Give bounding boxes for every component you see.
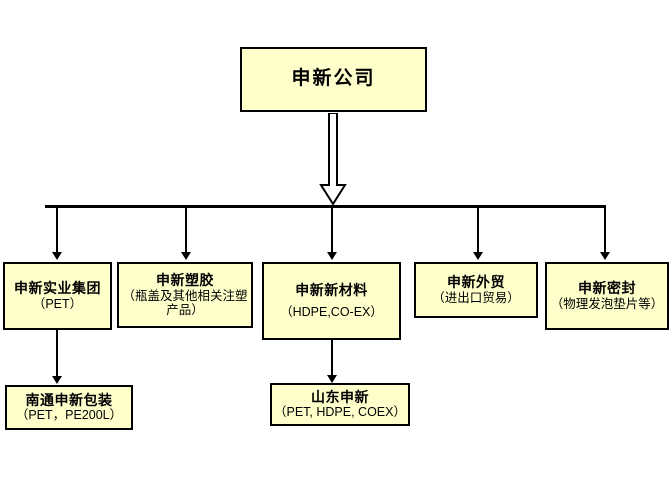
node-title: 申新公司: [291, 68, 376, 90]
node-shenxin-company[interactable]: 申新公司: [240, 47, 427, 112]
branch-arrowhead-5: [600, 252, 610, 260]
node-subtitle: （瓶盖及其他相关注塑产品）: [122, 288, 248, 318]
branch-stem-3: [331, 207, 333, 253]
branch-arrowhead-3: [327, 252, 337, 260]
branch-stem-4: [477, 207, 479, 253]
node-title: 申新塑胶: [156, 271, 214, 288]
branch-arrowhead-4: [473, 252, 483, 260]
node-shenxin-industrial-group[interactable]: 申新实业集团 （PET）: [3, 262, 112, 330]
node-shenxin-new-materials[interactable]: 申新新材料 （HDPE,CO-EX）: [262, 262, 401, 340]
node-subtitle: （物理发泡垫片等）: [550, 296, 664, 311]
node-nantong-shenxin-packaging[interactable]: 南通申新包装 （PET，PE200L）: [5, 385, 133, 430]
node-subtitle: （HDPE,CO-EX）: [280, 304, 383, 319]
child-arrowhead-shandong: [327, 375, 337, 383]
distribution-bus: [45, 205, 606, 208]
node-title: 申新密封: [578, 280, 636, 297]
node-title: 山东申新: [311, 388, 369, 405]
node-subtitle: （PET，PE200L）: [15, 408, 123, 423]
node-shenxin-sealing[interactable]: 申新密封 （物理发泡垫片等）: [545, 262, 669, 330]
node-title: 申新实业集团: [14, 280, 101, 297]
branch-stem-1: [56, 207, 58, 253]
node-subtitle: （进出口贸易）: [432, 290, 520, 305]
node-shandong-shenxin[interactable]: 山东申新 （PET, HDPE, COEX）: [270, 383, 410, 426]
root-to-bus-block-arrow: [318, 113, 348, 206]
node-subtitle: （PET, HDPE, COEX）: [274, 405, 406, 420]
branch-arrowhead-1: [52, 252, 62, 260]
branch-stem-2: [185, 207, 187, 253]
branch-arrowhead-2: [181, 252, 191, 260]
child-arrowhead-nantong: [52, 376, 62, 384]
node-subtitle: （PET）: [32, 296, 83, 311]
child-stem-industrial-to-nantong: [56, 330, 58, 377]
node-title: 申新外贸: [447, 274, 505, 291]
child-stem-newmaterials-to-shandong: [331, 340, 333, 376]
node-shenxin-foreign-trade[interactable]: 申新外贸 （进出口贸易）: [414, 262, 538, 318]
node-shenxin-plastics[interactable]: 申新塑胶 （瓶盖及其他相关注塑产品）: [117, 262, 253, 328]
branch-stem-5: [604, 207, 606, 253]
node-title: 申新新材料: [295, 282, 368, 299]
node-title: 南通申新包装: [25, 391, 113, 408]
